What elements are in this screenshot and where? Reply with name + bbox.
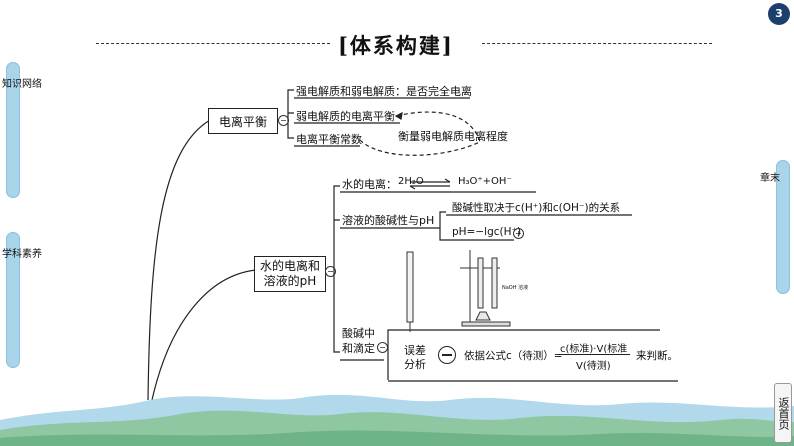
node-label: 电离平衡: [218, 114, 267, 129]
titration-label-line1: 酸碱中: [342, 327, 375, 340]
apparatus-label: NaOH 溶液: [502, 285, 529, 291]
error-formula-prefix: 依据公式c（待测）=: [464, 350, 563, 362]
collapse-icon[interactable]: −: [377, 342, 388, 353]
tab-chapter-end[interactable]: [776, 160, 790, 294]
acidity-label: 溶液的酸碱性与pH: [342, 214, 435, 227]
water-ionization-right: H₃O⁺+OH⁻: [458, 176, 512, 187]
tab-discipline-literacy[interactable]: [6, 232, 20, 368]
collapse-icon[interactable]: −: [325, 266, 336, 277]
page-title: [体系构建]: [338, 33, 454, 58]
tab-knowledge-network-label: 知识网络: [2, 78, 72, 188]
node-water-ionization-ph: 水的电离和 溶液的pH: [254, 256, 326, 292]
collapse-icon[interactable]: −: [278, 115, 289, 126]
node-label-line1: 水的电离和: [259, 259, 320, 273]
water-ionization-label: 水的电离：: [342, 178, 397, 191]
tab-label-text: 学科素养: [2, 249, 42, 260]
note-measure-ionization-degree: 衡量弱电解质电离程度: [398, 130, 508, 143]
item-ionization-constant: 电离平衡常数: [296, 133, 362, 146]
error-formula-numerator: c(标准)·V(标准: [560, 344, 628, 355]
titration-label-line2: 和滴定: [342, 342, 375, 355]
collapse-icon[interactable]: [438, 346, 456, 364]
error-label-line1: 误差: [404, 344, 426, 357]
error-formula-suffix: 来判断。: [636, 350, 678, 362]
tab-label-text: 知识网络: [2, 79, 42, 90]
error-analysis-label: 误差 分析: [404, 344, 426, 372]
tab-chapter-end-label: 章末: [760, 173, 780, 184]
error-label-line2: 分析: [404, 358, 426, 371]
tab-discipline-literacy-label: 学科素养: [2, 248, 72, 358]
return-home-button[interactable]: 返首页: [774, 383, 792, 443]
item-strong-weak-electrolyte: 强电解质和弱电解质：是否完全电离: [296, 85, 472, 98]
water-ionization-left: 2H₂O: [398, 176, 424, 187]
error-formula-denominator: V(待测): [576, 361, 611, 372]
expand-icon[interactable]: +: [513, 228, 524, 239]
acidity-item-ph-formula: pH=−lgc(H⁺): [452, 226, 522, 238]
node-ionization-equilibrium: 电离平衡: [208, 108, 278, 134]
page-number-badge: 3: [768, 3, 790, 25]
tab-knowledge-network[interactable]: [6, 62, 20, 198]
title-divider-right: [482, 43, 712, 44]
acidity-item-dependence: 酸碱性取决于c(H⁺)和c(OH⁻)的关系: [452, 202, 621, 214]
fraction-bar: [558, 354, 630, 355]
titration-label: 酸碱中 和滴定: [342, 326, 375, 356]
node-label-line2: 溶液的pH: [263, 274, 317, 288]
title-divider-left: [96, 43, 330, 44]
item-weak-electrolyte-equilibrium: 弱电解质的电离平衡: [296, 110, 395, 123]
